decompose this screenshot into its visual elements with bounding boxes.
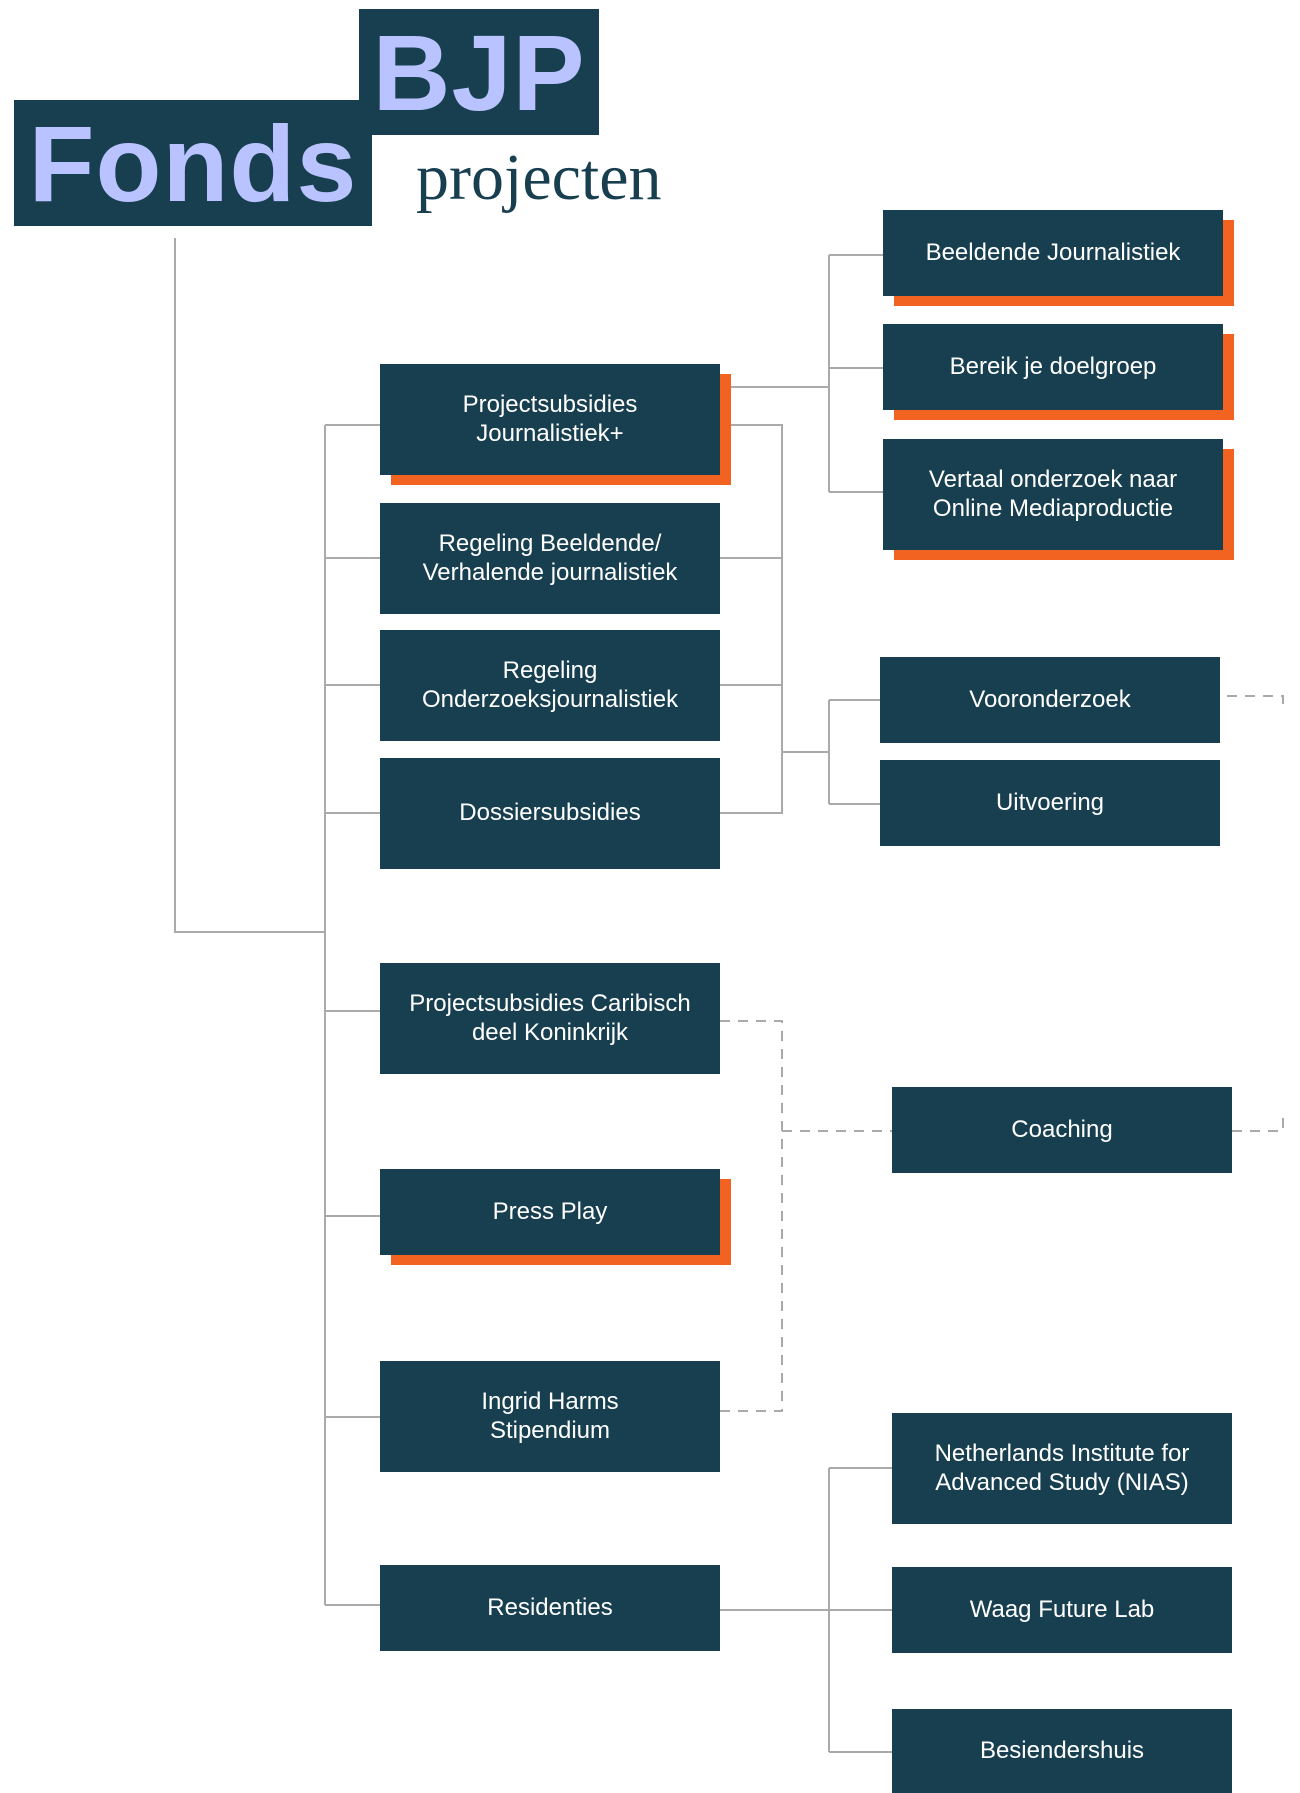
logo-bjp: BJP: [359, 9, 599, 135]
node-dossiersubsidies: Dossiersubsidies: [380, 758, 720, 869]
node-ingrid-harms-stipendium: Ingrid Harms Stipendium: [380, 1361, 720, 1472]
node-bereik-je-doelgroep: Bereik je doelgroep: [883, 324, 1223, 410]
node-regeling-onderzoeksjournalistiek: Regeling Onderzoeksjournalistiek: [380, 630, 720, 741]
node-regeling-beeldende-verhalende: Regeling Beeldende/ Verhalende journalis…: [380, 503, 720, 614]
logo-subtitle: projecten: [416, 141, 662, 214]
node-besiendershuis: Besiendershuis: [892, 1709, 1232, 1793]
node-nias: Netherlands Institute for Advanced Study…: [892, 1413, 1232, 1524]
node-vooronderzoek: Vooronderzoek: [880, 657, 1220, 743]
node-projectsubsidies-caribisch: Projectsubsidies Caribisch deel Koninkri…: [380, 963, 720, 1074]
node-coaching: Coaching: [892, 1087, 1232, 1173]
node-vertaal-onderzoek: Vertaal onderzoek naar Online Mediaprodu…: [883, 439, 1223, 550]
node-waag-future-lab: Waag Future Lab: [892, 1567, 1232, 1653]
node-residenties: Residenties: [380, 1565, 720, 1651]
logo-fonds: Fonds: [14, 100, 372, 226]
node-projectsubsidies-journalistiek-plus: Projectsubsidies Journalistiek+: [380, 364, 720, 475]
node-uitvoering: Uitvoering: [880, 760, 1220, 846]
node-beeldende-journalistiek: Beeldende Journalistiek: [883, 210, 1223, 296]
node-press-play: Press Play: [380, 1169, 720, 1255]
